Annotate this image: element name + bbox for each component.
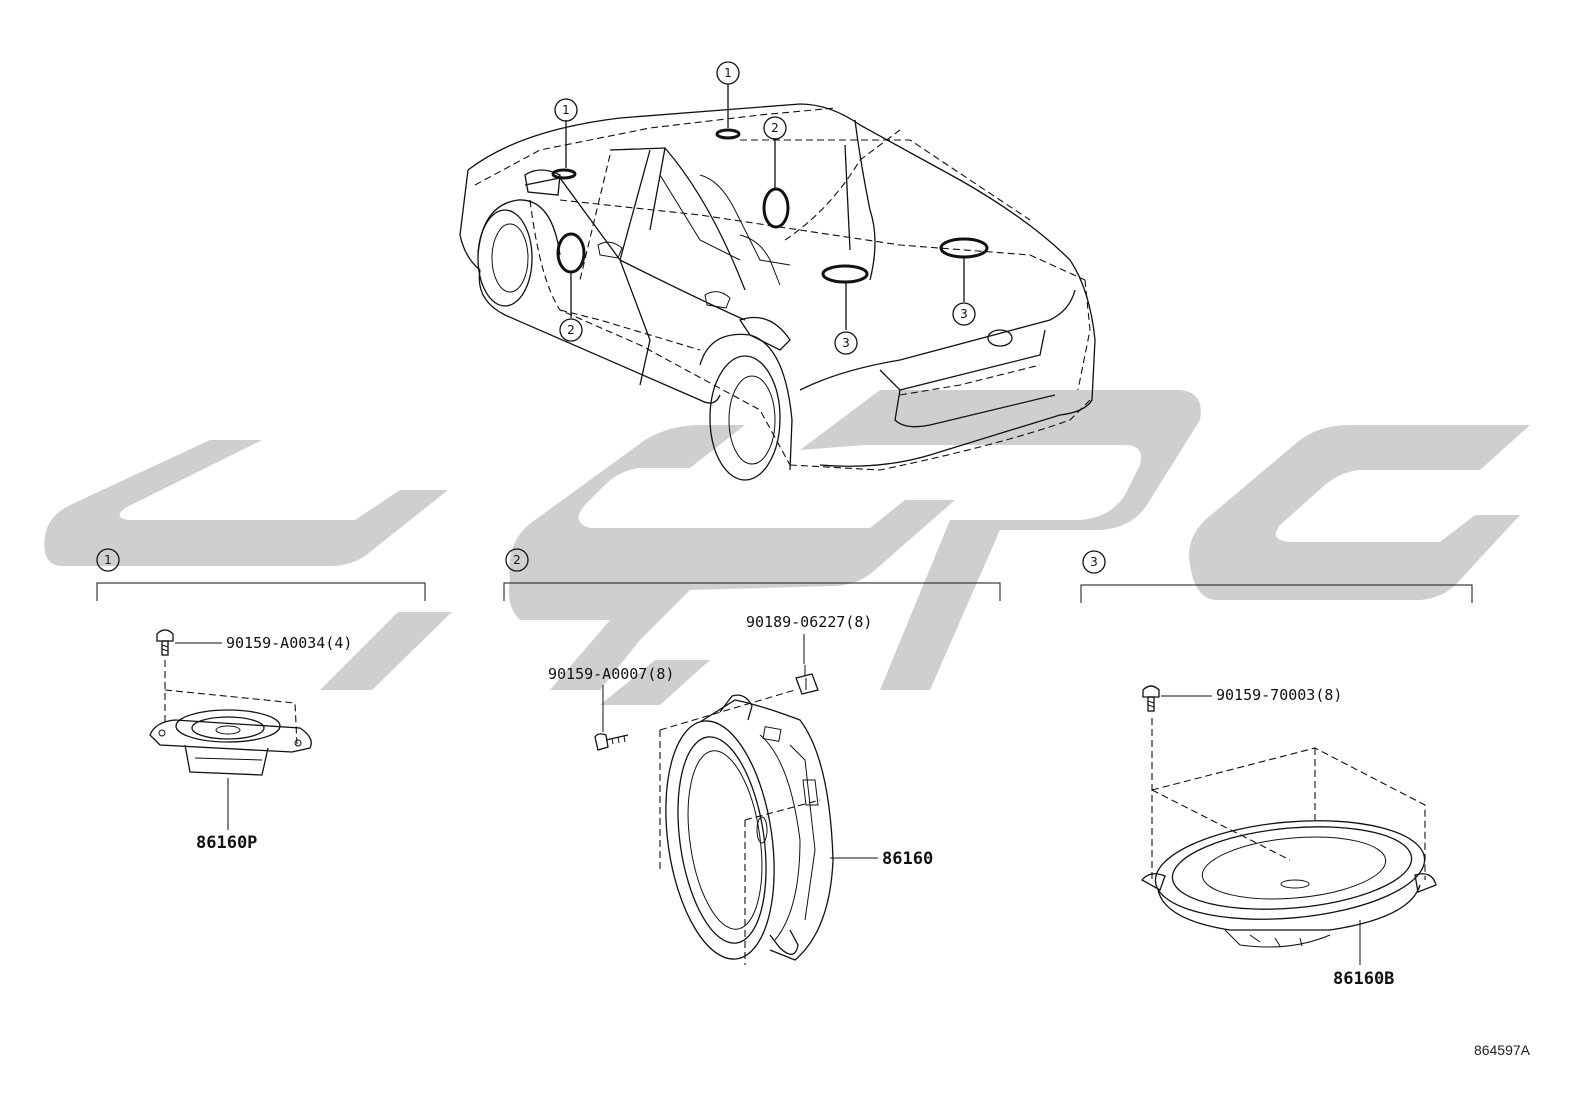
tail-emblem (987, 329, 1013, 347)
screw-icon (156, 629, 174, 656)
car-speaker-3-right (939, 237, 989, 259)
svg-text:1: 1 (724, 66, 732, 80)
part-number: 86160 (882, 849, 933, 869)
callout-2-front[interactable]: 2 (763, 116, 787, 140)
front-wheel (477, 209, 533, 307)
fastener-label: 90159-A0034(4) (226, 634, 352, 652)
callout-3-right[interactable]: 3 (952, 302, 976, 326)
callout-1-front[interactable]: 1 (554, 98, 578, 122)
screw-icon (1142, 685, 1160, 712)
group-2-bracket (503, 582, 1001, 601)
clip-nut-icon (795, 673, 819, 695)
svg-text:1: 1 (104, 553, 112, 567)
fastener-label: 90159-70003(8) (1216, 686, 1342, 704)
fastener-b-label: 90159-A0007(8) (548, 665, 674, 683)
group-1-bracket (96, 582, 426, 601)
callout-3-left[interactable]: 3 (834, 331, 858, 355)
svg-text:2: 2 (771, 121, 779, 135)
group-2: 2 90189-06227(8) 90159-A0007(8) (503, 548, 1001, 965)
group-2-callout[interactable]: 2 (505, 548, 529, 572)
svg-text:2: 2 (513, 553, 521, 567)
car-speaker-2-rear (556, 232, 586, 274)
group-3: 3 90159-70003(8) 86160B (1080, 550, 1473, 989)
oval-speaker (1141, 820, 1437, 948)
svg-text:3: 3 (1090, 555, 1098, 569)
door-speaker (665, 694, 834, 961)
fastener-a-label: 90189-06227(8) (746, 613, 872, 631)
group-1: 1 90159-A0034(4) 86160P (96, 548, 426, 853)
car-speaker-1-front (551, 168, 577, 180)
diagram-reference: 864597A (1474, 1042, 1531, 1058)
car-speaker-3-left (821, 264, 869, 284)
callout-1-rear[interactable]: 1 (716, 61, 740, 85)
part-number: 86160P (196, 833, 257, 853)
svg-text:2: 2 (567, 323, 575, 337)
car-speaker-1-rear (715, 128, 741, 140)
car-illustration (459, 84, 1096, 481)
svg-text:3: 3 (842, 336, 850, 350)
group-3-callout[interactable]: 3 (1082, 550, 1106, 574)
tweeter-speaker (149, 709, 312, 776)
rear-wheel (709, 355, 781, 481)
car-speaker-2-front (762, 187, 790, 229)
svg-text:1: 1 (562, 103, 570, 117)
watermark-logo (44, 390, 1530, 705)
screw-icon (594, 733, 629, 751)
svg-text:3: 3 (960, 307, 968, 321)
part-number: 86160B (1333, 969, 1394, 989)
callout-2-rear[interactable]: 2 (559, 318, 583, 342)
group-1-callout[interactable]: 1 (96, 548, 120, 572)
group-3-bracket (1080, 584, 1473, 603)
